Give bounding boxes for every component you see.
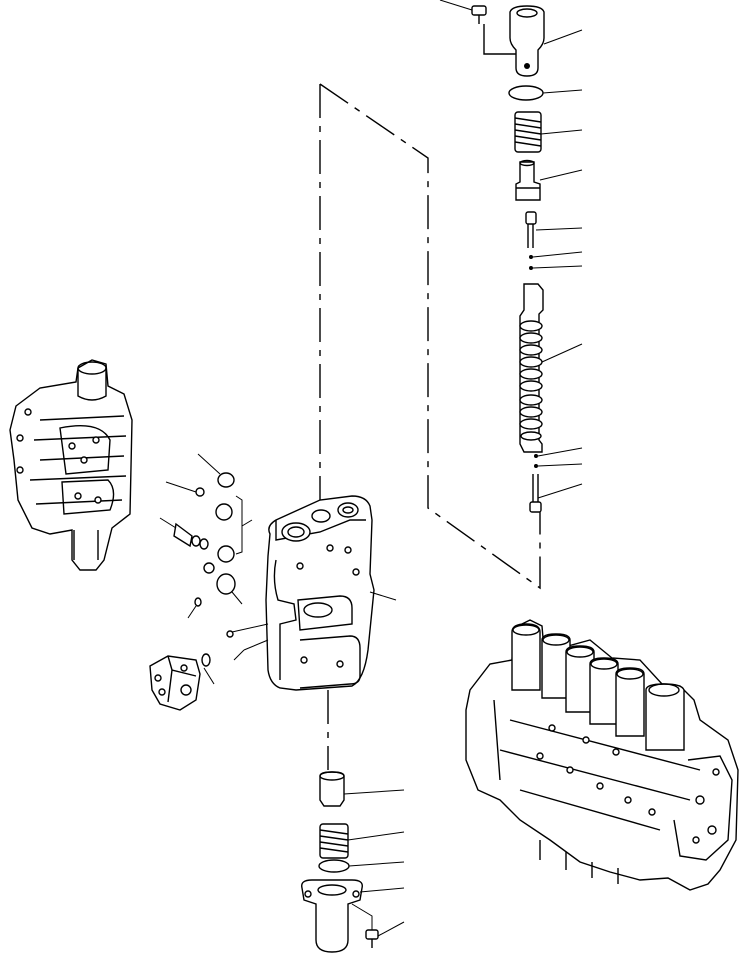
ball-small-2 bbox=[529, 266, 533, 270]
cap-bottom bbox=[301, 879, 405, 953]
valve-assembly-reference-left bbox=[9, 359, 133, 571]
manifold-block bbox=[149, 653, 215, 711]
ball-small-4 bbox=[534, 464, 538, 468]
poppet-top bbox=[515, 159, 541, 201]
o-ring-top bbox=[508, 85, 544, 101]
spring-bottom bbox=[319, 823, 405, 859]
ball-small-3 bbox=[534, 454, 538, 458]
o-ring-group-left bbox=[159, 453, 269, 661]
bolt-top bbox=[439, 0, 487, 24]
pin-top bbox=[525, 211, 537, 248]
valve-section-body bbox=[265, 495, 397, 691]
leader-lines-right bbox=[532, 29, 583, 499]
valve-assembly-reference-right bbox=[465, 619, 739, 891]
bolt-bottom bbox=[351, 903, 405, 948]
spool bbox=[519, 283, 544, 453]
o-ring-bottom bbox=[318, 859, 405, 873]
top-valve-stack bbox=[439, 0, 545, 513]
rod-bottom bbox=[529, 474, 542, 513]
plug-cap bbox=[483, 5, 545, 77]
poppet-bottom bbox=[319, 771, 405, 807]
assembly-centerline bbox=[319, 83, 541, 770]
bottom-valve-stack bbox=[301, 771, 405, 953]
spring-top bbox=[514, 111, 542, 153]
ball-small-1 bbox=[529, 255, 533, 259]
